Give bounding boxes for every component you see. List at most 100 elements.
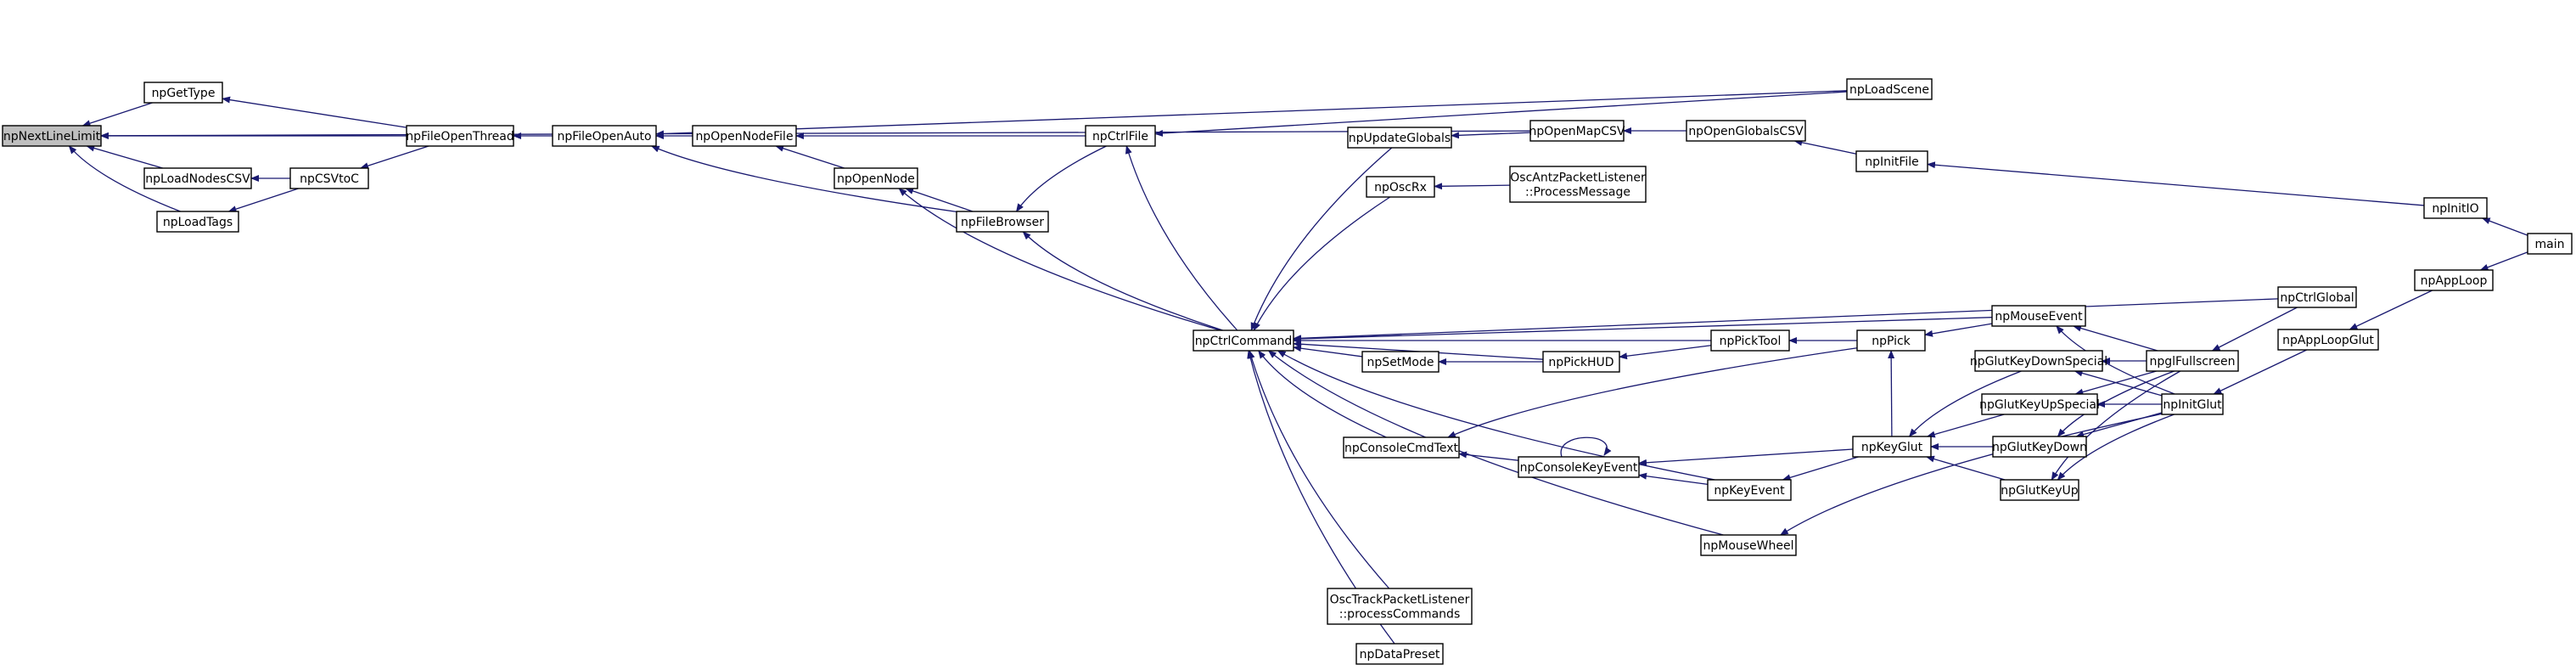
node-label: npOpenNode <box>837 172 915 186</box>
edge-npFileOpenThread-to-npCSVtoC <box>360 145 429 170</box>
node-box <box>1700 534 1797 556</box>
edge-npLoadNodesCSV-to-npNextLineLimit <box>86 144 163 169</box>
node-label: npglFullscreen <box>2149 355 2235 369</box>
node-npSetMode[interactable]: npSetMode <box>1361 351 1440 373</box>
node-npglFullscreen[interactable]: npglFullscreen <box>2146 350 2239 372</box>
node-npFileOpenAuto[interactable]: npFileOpenAuto <box>552 125 657 147</box>
node-label: npInitGlut <box>2163 398 2222 412</box>
edge-line <box>1926 414 2005 438</box>
node-label: npGlutKeyDown <box>1992 441 2087 454</box>
node-label: npKeyEvent <box>1714 484 1785 498</box>
edge-line <box>2213 349 2308 395</box>
edge-npFileBrowser-to-npOpenNode <box>905 188 974 212</box>
edge-line <box>905 188 974 212</box>
node-box <box>1852 436 1932 458</box>
node-npPickTool[interactable]: npPickTool <box>1710 329 1790 352</box>
node-npConsoleKeyEvent[interactable]: npConsoleKeyEvent <box>1518 456 1640 478</box>
node-npCtrlCommand[interactable]: npCtrlCommand <box>1193 329 1294 352</box>
node-main[interactable]: main <box>2527 233 2573 255</box>
edge-npConsoleKeyEvent-to-npConsoleCmdText <box>1458 451 1519 461</box>
node-label: npSetMode <box>1367 356 1434 369</box>
node-npKeyEvent[interactable]: npKeyEvent <box>1707 479 1792 501</box>
edge-line <box>1458 451 1519 461</box>
edge-line <box>2051 370 2181 481</box>
node-npInitIO[interactable]: npInitIO <box>2423 197 2488 219</box>
edge-line <box>2481 217 2528 236</box>
edge-line <box>1782 456 1859 481</box>
node-label: npCSVtoC <box>300 172 359 186</box>
node-label: npKeyGlut <box>1861 441 1923 454</box>
edge-npCtrlCommand-to-npFileBrowser <box>1022 231 1223 331</box>
node-label: npCtrlGlobal <box>2280 291 2354 305</box>
node-npLoadTags[interactable]: npLoadTags <box>156 211 239 233</box>
node-label: main <box>2535 238 2565 251</box>
node-npLoadScene[interactable]: npLoadScene <box>1846 78 1933 100</box>
node-label: npLoadNodesCSV <box>145 172 250 186</box>
node-label: ::processCommands <box>1339 608 1460 622</box>
node-npGlutKeyUpSpecial[interactable]: npGlutKeyUpSpecial <box>1979 393 2100 415</box>
node-npUpdateGlobals[interactable]: npUpdateGlobals <box>1347 127 1452 149</box>
node-npPickHUD[interactable]: npPickHUD <box>1542 351 1620 373</box>
edge-line <box>360 145 429 170</box>
edge-npMouseWheel-to-npCtrlCommand <box>1267 350 1724 536</box>
edge-npLoadScene-to-npFileOpenAuto <box>655 90 1848 138</box>
node-label: OscAntzPacketListener <box>1510 172 1646 185</box>
edge-line <box>1015 145 1107 212</box>
node-npOpenNode[interactable]: npOpenNode <box>833 167 918 189</box>
edge-npKeyEvent-to-npConsoleKeyEvent <box>1638 472 1709 486</box>
node-npInitGlut[interactable]: npInitGlut <box>2161 393 2224 415</box>
node-npKeyGlut[interactable]: npKeyGlut <box>1852 436 1932 458</box>
node-label: npFileOpenThread <box>406 130 514 144</box>
node-npLoadNodesCSV[interactable]: npLoadNodesCSV <box>143 167 252 189</box>
node-OscAntzPacketListener[interactable]: OscAntzPacketListener::ProcessMessage <box>1509 166 1647 203</box>
node-npMouseEvent[interactable]: npMouseEvent <box>1991 305 2086 327</box>
node-OscTrackPacketListener[interactable]: OscTrackPacketListener::processCommands <box>1327 588 1473 625</box>
edge-line <box>775 144 845 169</box>
node-npAppLoop[interactable]: npAppLoop <box>2414 269 2494 291</box>
node-npCtrlFile[interactable]: npCtrlFile <box>1085 125 1156 147</box>
node-npOscRx[interactable]: npOscRx <box>1366 176 1435 198</box>
edge-npAppLoopGlut-to-npInitGlut <box>2213 349 2308 395</box>
node-box <box>2146 350 2239 372</box>
node-npDataPreset[interactable]: npDataPreset <box>1355 643 1444 665</box>
edge-line <box>227 188 299 212</box>
edge-npInitGlut-to-npGlutKeyDownSpecial <box>2074 369 2163 397</box>
node-label: npGlutKeyUpSpecial <box>1979 398 2100 412</box>
node-npCSVtoC[interactable]: npCSVtoC <box>289 167 369 189</box>
edge-line <box>1908 370 2022 437</box>
node-npOpenGlobalsCSV[interactable]: npOpenGlobalsCSV <box>1686 120 1806 142</box>
node-npCtrlGlobal[interactable]: npCtrlGlobal <box>2277 286 2357 308</box>
edge-line <box>1924 323 1993 337</box>
node-box <box>1193 329 1294 352</box>
edge-line <box>898 188 1221 331</box>
node-npPick[interactable]: npPick <box>1856 329 1926 352</box>
edge-npKeyEvent-to-npCtrlCommand <box>1277 350 1715 481</box>
node-npGetType[interactable]: npGetType <box>143 82 223 104</box>
edge-line <box>2211 307 2298 352</box>
edge-npInitGlut-to-npGlutKeyDown <box>2075 412 2163 438</box>
node-npGlutKeyUp[interactable]: npGlutKeyUp <box>2000 479 2079 501</box>
edge-npOpenMapCSV-to-npUpdateGlobals <box>1451 132 1531 139</box>
node-npFileBrowser[interactable]: npFileBrowser <box>956 211 1049 233</box>
node-npFileOpenThread[interactable]: npFileOpenThread <box>406 125 514 147</box>
node-npNextLineLimit[interactable]: npNextLineLimit <box>2 125 102 147</box>
node-npMouseWheel[interactable]: npMouseWheel <box>1700 534 1797 556</box>
node-label: npInitIO <box>2432 202 2478 216</box>
edge-line <box>1451 132 1531 139</box>
node-npGlutKeyDown[interactable]: npGlutKeyDown <box>1992 436 2087 458</box>
node-label: npNextLineLimit <box>3 130 101 144</box>
node-label: npOpenNodeFile <box>695 130 793 144</box>
node-npInitFile[interactable]: npInitFile <box>1855 150 1928 172</box>
node-npAppLoopGlut[interactable]: npAppLoopGlut <box>2277 329 2379 351</box>
edge-main-to-npAppLoop <box>2479 251 2528 271</box>
edge-line <box>2074 369 2163 397</box>
edge-line <box>2057 414 2175 481</box>
edge-line <box>1888 350 1895 437</box>
node-npOpenMapCSV[interactable]: npOpenMapCSV <box>1529 120 1625 142</box>
node-box <box>1710 329 1790 352</box>
node-npGlutKeyDownSpecial[interactable]: npGlutKeyDownSpecial <box>1970 350 2107 372</box>
node-box <box>1542 351 1620 373</box>
node-npConsoleCmdText[interactable]: npConsoleCmdText <box>1343 436 1460 459</box>
edge-line <box>81 102 153 127</box>
node-npOpenNodeFile[interactable]: npOpenNodeFile <box>692 125 797 147</box>
